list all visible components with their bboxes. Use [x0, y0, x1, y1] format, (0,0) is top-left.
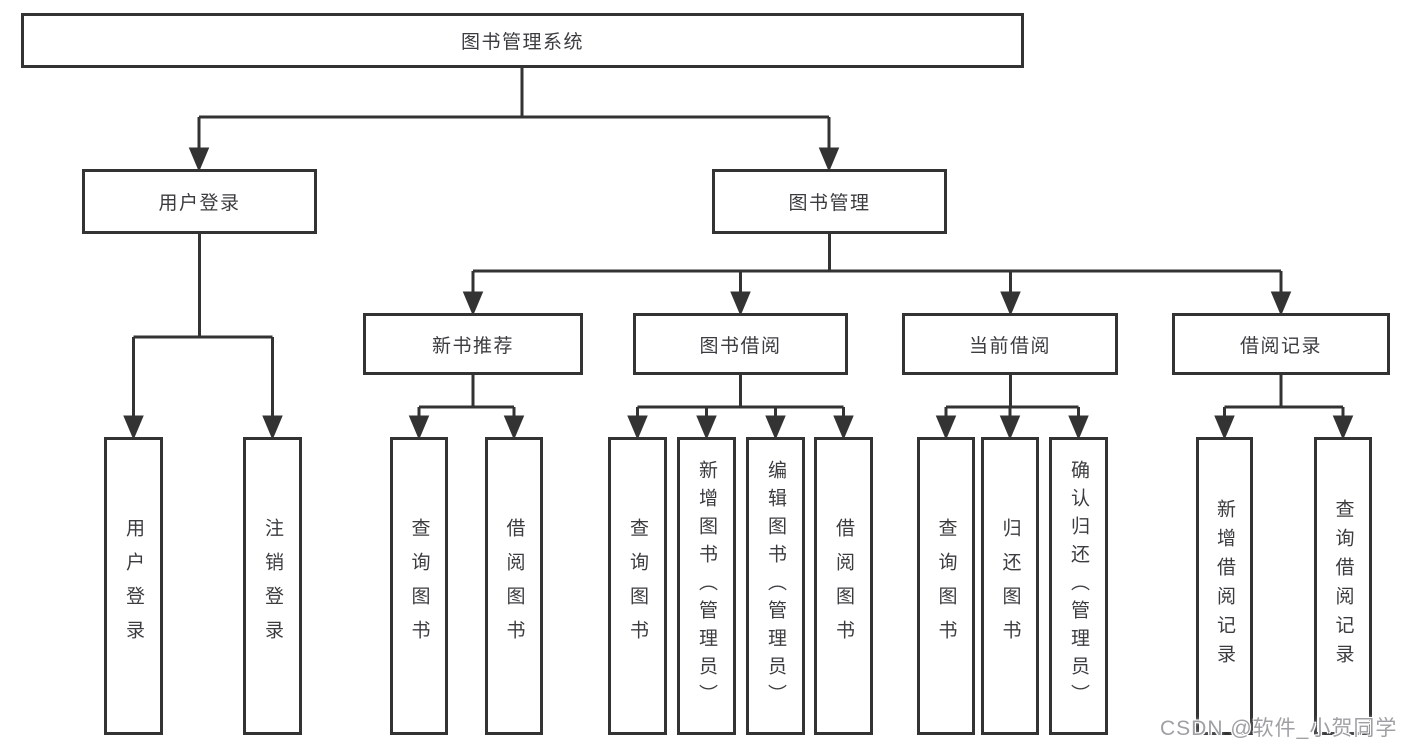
leaf-label: 借阅图书 — [833, 518, 854, 654]
connector-book-management-to-level3 — [462, 234, 1292, 316]
arrowhead — [999, 415, 1021, 440]
leaf-add-book-admin: 新增图书（管理员） — [677, 437, 736, 735]
arrowhead — [818, 147, 840, 172]
arrowhead — [262, 415, 283, 440]
arrowhead — [462, 291, 484, 316]
node-label: 图书借阅 — [699, 335, 782, 357]
node-label: 当前借阅 — [968, 335, 1051, 357]
leaf-borrow-books-recommend: 借阅图书 — [485, 437, 543, 735]
leaf-label: 查询图书 — [627, 518, 648, 654]
leaf-query-books-current: 查询图书 — [917, 437, 975, 735]
csdn-watermark: CSDN @软件_小贺同学 — [1160, 717, 1398, 740]
arrowhead — [1068, 415, 1089, 440]
leaf-edit-book-admin: 编辑图书（管理员） — [746, 437, 805, 735]
node-label: 新书推荐 — [431, 335, 514, 357]
node-label: 图书管理系统 — [460, 32, 584, 53]
node-current-borrow: 当前借阅 — [902, 313, 1118, 375]
leaf-query-borrow-record: 查询借阅记录 — [1314, 437, 1372, 735]
arrowhead — [1214, 415, 1235, 440]
arrowhead — [730, 291, 751, 316]
arrowhead — [1270, 291, 1292, 316]
leaf-label: 新增借阅记录 — [1214, 499, 1235, 673]
leaf-label: 用户登录 — [123, 518, 144, 654]
node-label: 用户登录 — [158, 193, 241, 214]
node-label: 图书管理 — [788, 193, 871, 214]
arrowhead — [503, 415, 525, 440]
arrowhead — [935, 415, 957, 440]
leaf-return-book: 归还图书 — [981, 437, 1039, 735]
node-borrow-records: 借阅记录 — [1172, 313, 1390, 375]
leaf-query-books-recommend: 查询图书 — [390, 437, 448, 735]
arrowhead — [188, 147, 210, 172]
leaf-borrow-book: 借阅图书 — [814, 437, 873, 735]
arrowhead — [696, 415, 717, 440]
connector-root-to-level2 — [188, 68, 840, 172]
leaf-logout: 注销登录 — [243, 437, 302, 735]
connector-current-borrow-to-leaves — [935, 375, 1089, 440]
leaf-label: 借阅图书 — [503, 518, 525, 654]
leaf-label: 编辑图书（管理员） — [765, 460, 786, 712]
leaf-query-books-borrow: 查询图书 — [608, 437, 667, 735]
connector-book-borrow-to-leaves — [627, 375, 854, 440]
leaf-user-login: 用户登录 — [104, 437, 163, 735]
arrowhead — [627, 415, 648, 440]
leaf-label: 注销登录 — [262, 518, 283, 654]
node-book-management-system: 图书管理系统 — [21, 13, 1024, 68]
leaf-add-borrow-record: 新增借阅记录 — [1196, 437, 1253, 735]
leaf-label: 归还图书 — [999, 518, 1021, 654]
node-label: 借阅记录 — [1239, 335, 1322, 357]
connector-new-book-recommend-to-leaves — [408, 375, 525, 440]
node-new-book-recommend: 新书推荐 — [363, 313, 583, 375]
node-book-borrow: 图书借阅 — [633, 313, 848, 375]
arrowhead — [408, 415, 430, 440]
connector-borrow-records-to-leaves — [1214, 375, 1354, 440]
node-user-login: 用户登录 — [82, 169, 317, 234]
leaf-label: 确认归还（管理员） — [1068, 460, 1089, 712]
leaf-confirm-return-admin: 确认归还（管理员） — [1049, 437, 1108, 735]
leaf-label: 查询借阅记录 — [1332, 499, 1354, 673]
connector-user-login-to-leaves — [123, 234, 283, 440]
arrowhead — [833, 415, 854, 440]
arrowhead — [1000, 291, 1021, 316]
arrowhead — [765, 415, 786, 440]
leaf-label: 查询图书 — [935, 518, 957, 654]
node-book-management: 图书管理 — [712, 169, 947, 234]
leaf-label: 新增图书（管理员） — [696, 460, 717, 712]
leaf-label: 查询图书 — [408, 518, 430, 654]
arrowhead — [1332, 415, 1354, 440]
arrowhead — [123, 415, 144, 440]
